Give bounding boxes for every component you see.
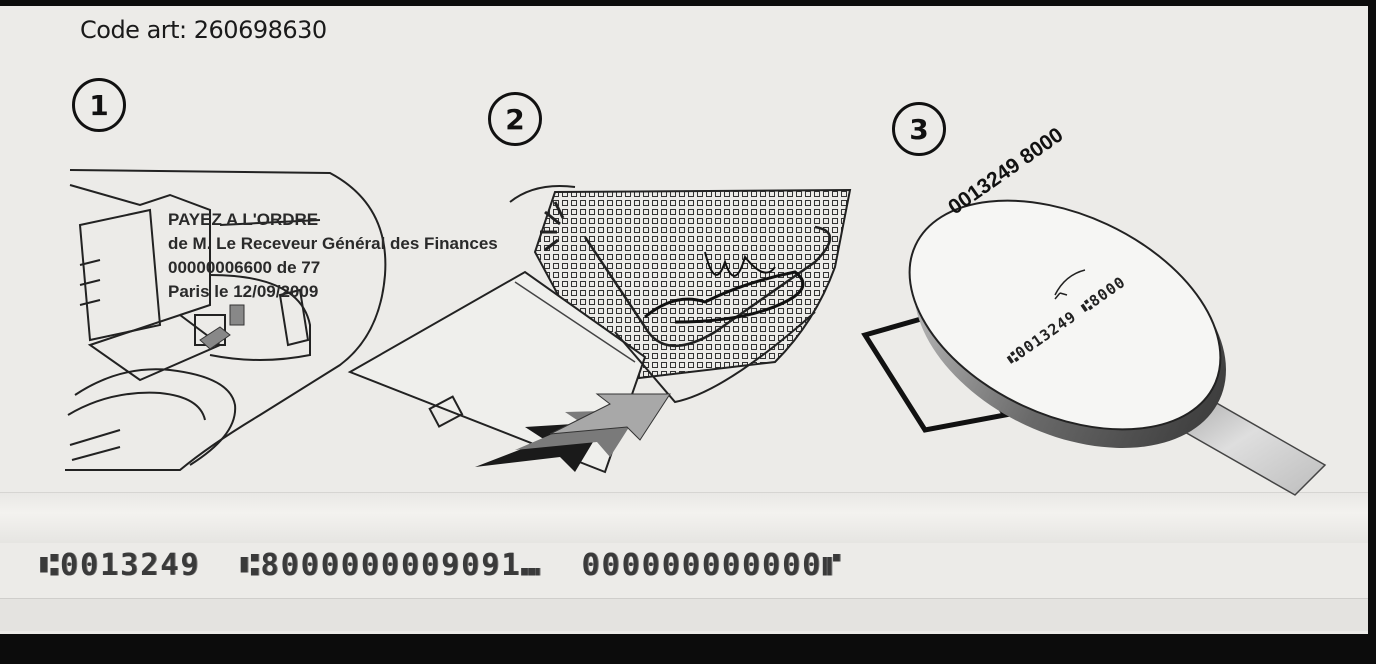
printer-illustration: [65, 169, 387, 471]
cheque-text-block: PAYEZ A L'ORDRE de M. Le Receveur Généra…: [168, 208, 498, 304]
cheque-amount-line: 00000006600 de 77: [168, 258, 321, 277]
document-fold: [0, 492, 1368, 543]
cheque-payee-line: PAYEZ A L'ORDRE: [168, 210, 319, 229]
cheque-date-line: Paris le 12/09/2009: [168, 282, 319, 301]
micr-code-line: ⑆0013249 ⑆8000000009091⑉ 000000000000⑈: [40, 548, 843, 583]
step-number-2: 2: [488, 92, 542, 146]
step-number-3: 3: [892, 102, 946, 156]
cheque-insertion-illustration: [347, 185, 852, 474]
magnifier-illustration: [861, 199, 1327, 496]
cheque-beneficiary-line: de M. Le Receveur Général des Finances: [168, 234, 498, 253]
document-bottom-strip: [0, 598, 1368, 631]
article-code: Code art: 260698630: [80, 16, 327, 44]
step-number-1: 1: [72, 78, 126, 132]
